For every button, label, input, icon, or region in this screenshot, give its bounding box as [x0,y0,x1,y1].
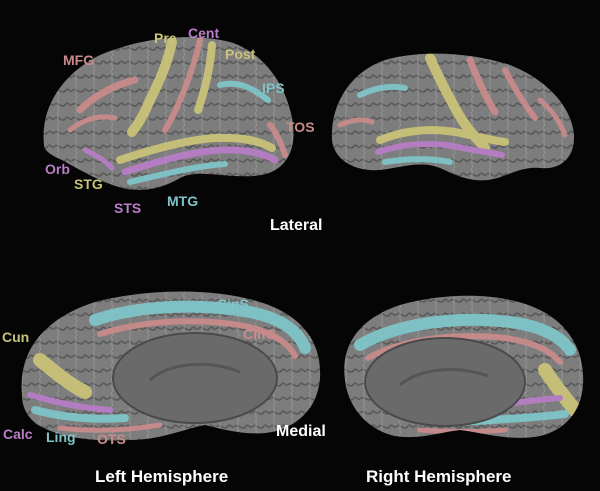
caption-right-hemisphere: Right Hemisphere [366,467,512,486]
label-sts: STS [114,200,142,216]
label-cent: Cent [188,25,220,41]
label-ling: Ling [46,429,76,445]
left-lateral-brain [43,37,294,190]
right-medial-brain [344,295,584,438]
label-orb: Orb [45,161,70,177]
label-post: Post [225,46,256,62]
caption-left-hemisphere: Left Hemisphere [95,467,229,486]
caption-medial: Medial [276,423,326,440]
left-medial-brain [21,291,321,441]
right-lateral-brain [331,53,575,181]
label-tos: TOS [286,119,315,135]
label-stg: STG [74,176,103,192]
label-cun: Cun [2,329,30,345]
label-ips: IPS [262,80,285,96]
caption-lateral: Lateral [270,217,323,234]
label-mfg: MFG [63,52,95,68]
label-pre: Pre [154,30,177,46]
label-cins: CinS [217,296,249,312]
label-mtg: MTG [167,193,199,209]
label-ots: OTS [97,431,126,447]
label-cing: CinG [243,326,277,342]
label-calc: Calc [3,426,33,442]
